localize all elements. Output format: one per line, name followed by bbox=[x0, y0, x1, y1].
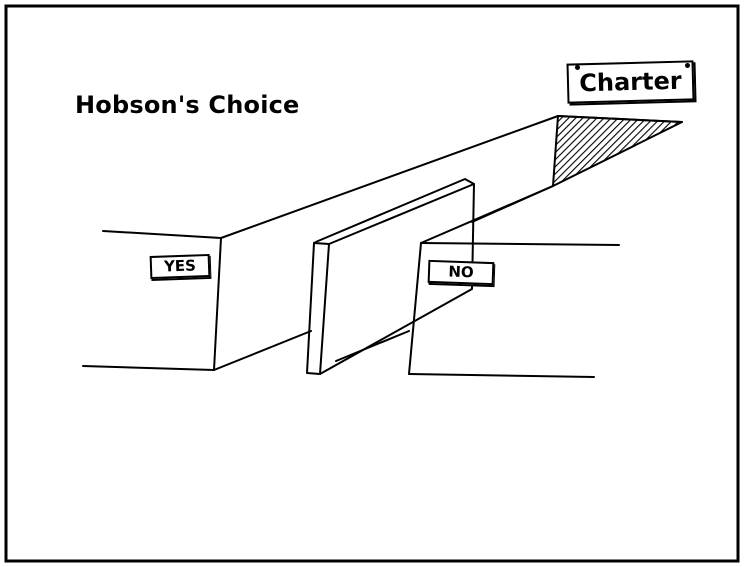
charter-passage-shadow bbox=[552, 115, 683, 187]
no-wall-top-edge bbox=[420, 185, 554, 244]
door-top bbox=[328, 183, 475, 245]
yes-wall-corner bbox=[213, 237, 222, 371]
yes-sign: YES bbox=[149, 253, 211, 280]
charter-sign-pin-right bbox=[685, 63, 690, 68]
yes-wall-front-top bbox=[102, 230, 222, 239]
yes-wall-inner-base bbox=[213, 330, 312, 371]
charter-sign: Charter bbox=[566, 60, 695, 104]
cartoon-title: Hobson's Choice bbox=[75, 91, 300, 119]
yes-wall-base bbox=[82, 365, 215, 371]
door-front-face bbox=[313, 242, 330, 375]
yes-sign-label: YES bbox=[163, 256, 197, 276]
yes-wall-far-edge bbox=[557, 115, 683, 123]
no-wall-base bbox=[408, 373, 595, 378]
no-wall-corner bbox=[408, 242, 422, 375]
panel-border bbox=[4, 4, 740, 563]
door-panel bbox=[306, 178, 475, 375]
no-wall-inner-base bbox=[335, 330, 410, 362]
charter-sign-label: Charter bbox=[578, 66, 683, 98]
no-sign: NO bbox=[427, 259, 495, 286]
no-sign-label: NO bbox=[448, 262, 474, 282]
charter-sign-pin-left bbox=[575, 65, 580, 70]
no-wall-front-top bbox=[420, 242, 620, 246]
yes-wall-top-edge bbox=[220, 115, 559, 239]
